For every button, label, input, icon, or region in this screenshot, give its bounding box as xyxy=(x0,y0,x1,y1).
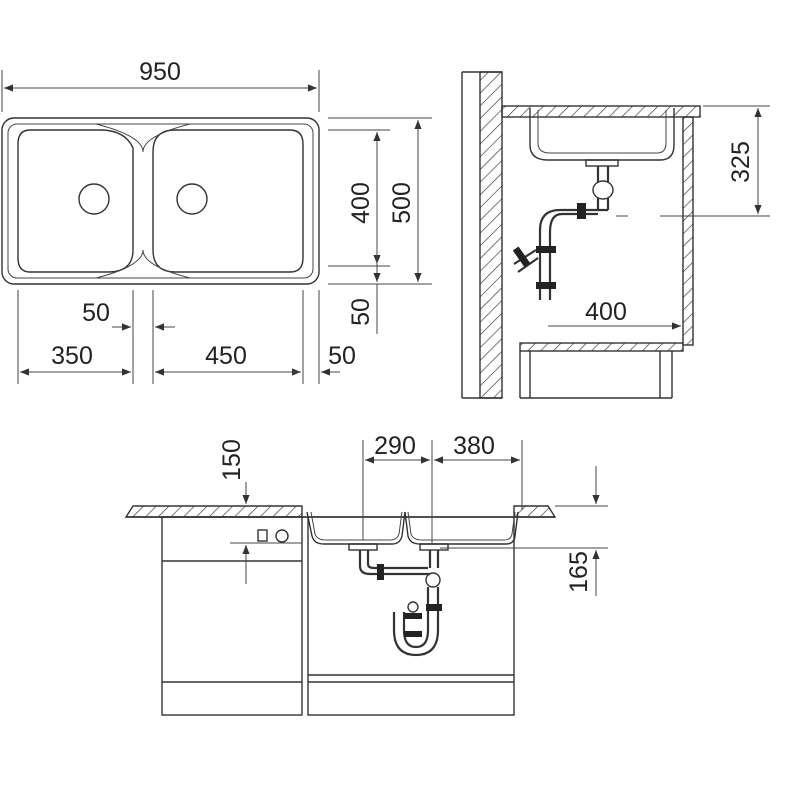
cabinet-panel xyxy=(682,116,694,346)
dim-150: 150 xyxy=(218,439,246,481)
front-bowl-right xyxy=(404,511,519,545)
left-bowl xyxy=(17,129,134,273)
dim-400: 400 xyxy=(347,182,375,224)
right-bowl xyxy=(152,129,304,273)
bowl-bridge xyxy=(95,123,191,153)
dim-400-side: 400 xyxy=(585,298,627,326)
wall-hatch xyxy=(479,71,503,399)
dim-50-bottom: 50 xyxy=(347,298,375,326)
dim-165: 165 xyxy=(565,551,593,593)
right-drain xyxy=(176,183,208,215)
sink-outline xyxy=(1,117,320,285)
dim-450: 450 xyxy=(205,342,247,370)
right-cabinet xyxy=(307,516,515,716)
side-trap xyxy=(512,166,614,300)
front-trap xyxy=(358,550,442,657)
left-cabinet xyxy=(161,516,303,716)
left-drain xyxy=(78,183,110,215)
front-view: 150 290 380 165 xyxy=(124,432,608,716)
dim-50-bridge: 50 xyxy=(82,299,110,327)
cabinet-shelf xyxy=(519,342,684,352)
dim-380: 380 xyxy=(453,432,495,460)
countertop-side xyxy=(501,105,701,118)
dim-350: 350 xyxy=(51,342,93,370)
side-view: 325 400 xyxy=(461,71,770,399)
dim-290: 290 xyxy=(374,432,416,460)
waste-knob xyxy=(257,529,268,542)
dim-500: 500 xyxy=(388,182,416,224)
top-view: 950 500 400 50 50 350 450 50 xyxy=(1,58,432,384)
dim-325: 325 xyxy=(727,141,755,183)
dim-950: 950 xyxy=(139,58,181,86)
dim-50-right: 50 xyxy=(328,342,356,370)
sink-inner-rim xyxy=(7,123,314,279)
countertop-front xyxy=(124,505,303,518)
